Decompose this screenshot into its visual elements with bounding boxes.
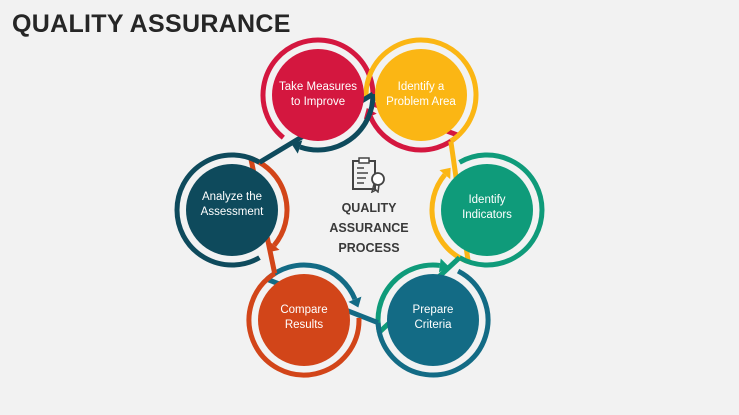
step-circle-prepare-criteria bbox=[387, 274, 479, 366]
ring-arc-prepare-criteria bbox=[375, 268, 491, 378]
step-circle-analyze-assessment bbox=[186, 164, 278, 256]
step-label-compare-results: Compare Results bbox=[280, 304, 328, 331]
ring-arc-take-measures bbox=[260, 37, 376, 140]
step-label-prepare-criteria: Prepare Criteria bbox=[412, 304, 454, 331]
flow-arc-compare-results bbox=[249, 155, 290, 247]
center-title: QUALITY ASSURANCE PROCESS bbox=[309, 198, 429, 258]
step-circle-identify-indicators bbox=[441, 164, 533, 256]
flow-arc-prepare-criteria bbox=[265, 262, 358, 301]
center-title-line3: PROCESS bbox=[338, 241, 400, 255]
step-label-identify-problem: Identify a Problem Area bbox=[386, 81, 456, 108]
flow-arc-analyze-assessment bbox=[299, 94, 376, 153]
ring-arc-analyze-assessment bbox=[174, 152, 261, 268]
center-title-line2: ASSURANCE bbox=[329, 221, 409, 235]
ring-arc-compare-results bbox=[246, 271, 362, 378]
step-circle-take-measures bbox=[272, 49, 364, 141]
center-title-line1: QUALITY bbox=[341, 201, 397, 215]
step-circle-identify-problem bbox=[375, 49, 467, 141]
ring-arc-identify-indicators bbox=[458, 152, 545, 268]
arrowhead-identify-indicators bbox=[438, 258, 449, 273]
slide-title: QUALITY ASSURANCE bbox=[12, 10, 291, 38]
flow-arc-take-measures bbox=[368, 115, 461, 153]
step-circle-compare-results bbox=[258, 274, 350, 366]
flow-arc-identify-problem bbox=[429, 173, 470, 265]
arrowhead-prepare-criteria bbox=[348, 296, 362, 308]
step-label-take-measures: Take Measures to Improve bbox=[279, 81, 357, 108]
step-label-identify-indicators: Identify Indicators bbox=[462, 194, 512, 221]
arrowhead-compare-results bbox=[268, 240, 280, 253]
ring-arc-identify-problem bbox=[363, 37, 479, 144]
step-label-analyze-assessment: Analyze the Assessment bbox=[200, 191, 264, 218]
flow-arc-identify-indicators bbox=[375, 262, 441, 333]
clipboard-certificate-icon bbox=[352, 157, 385, 193]
arrowhead-identify-problem bbox=[439, 167, 451, 180]
arrowhead-analyze-assessment bbox=[291, 140, 303, 154]
